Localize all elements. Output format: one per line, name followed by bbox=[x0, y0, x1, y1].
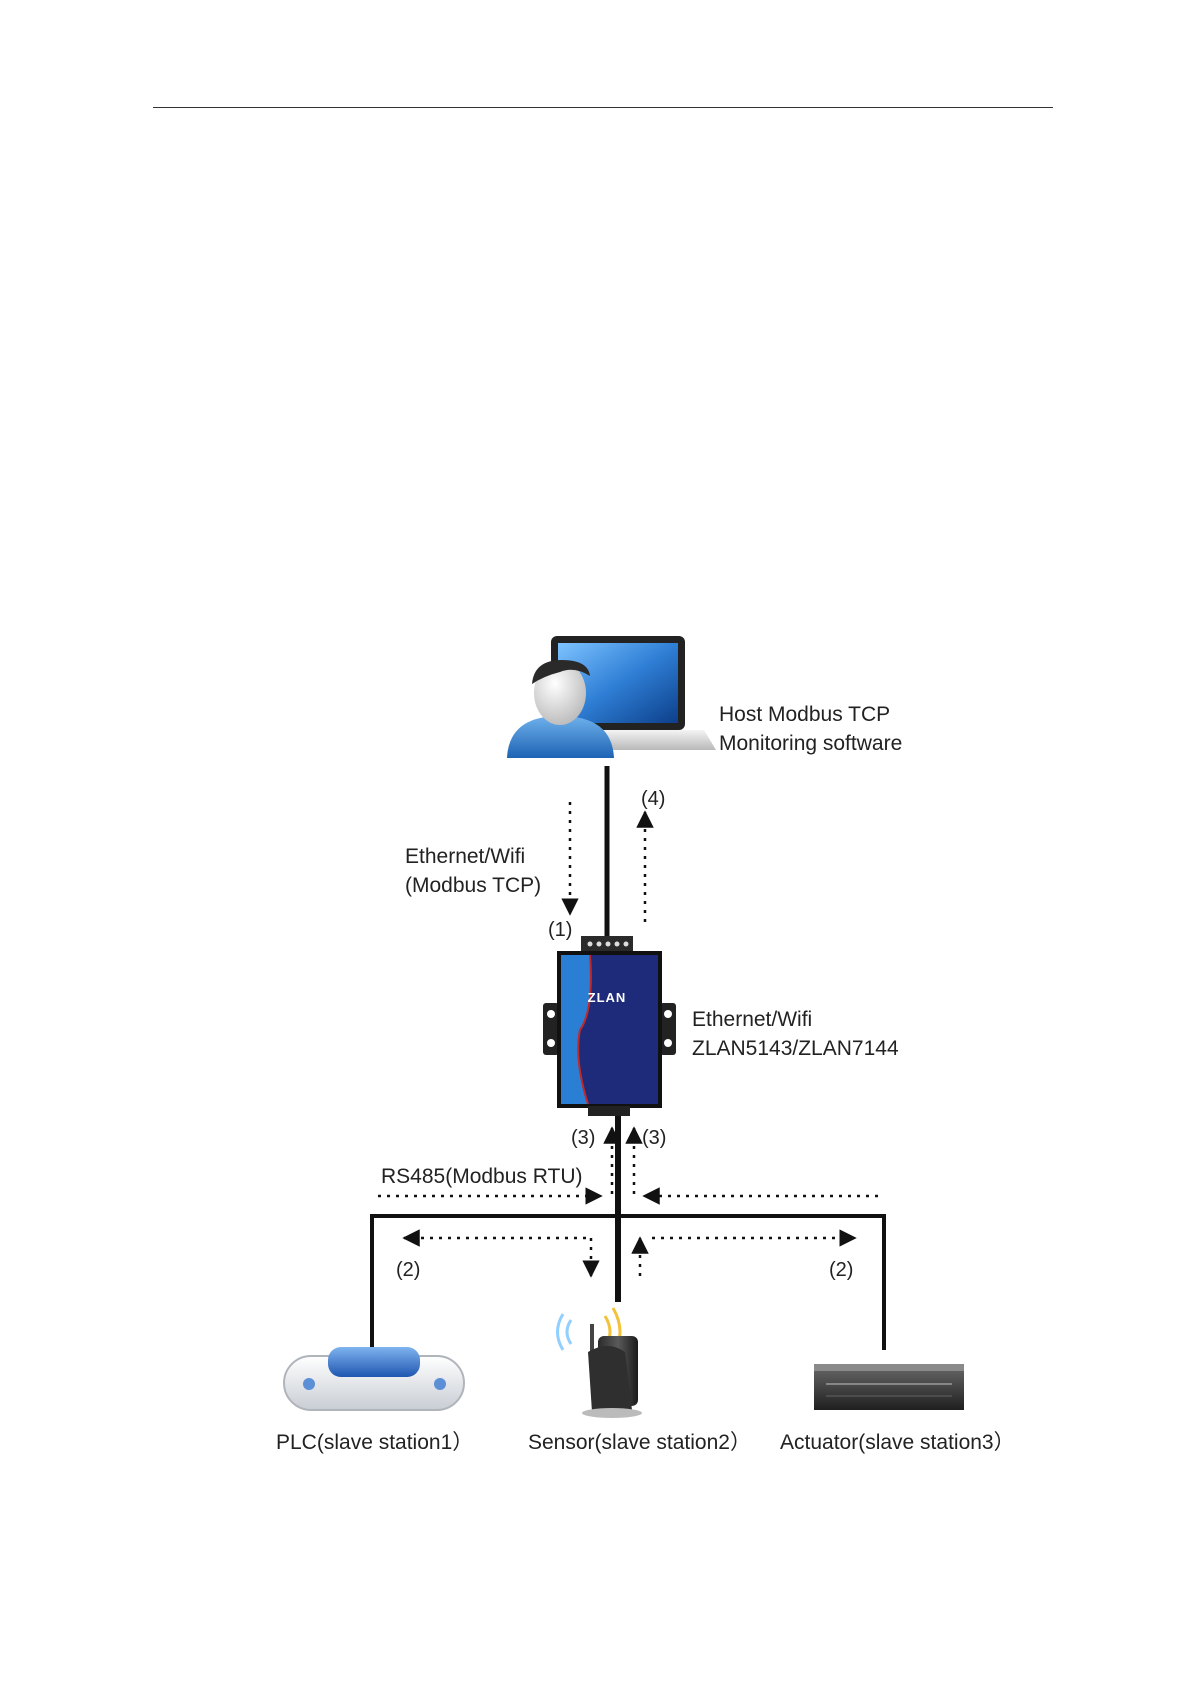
gateway-device-icon: ZLAN bbox=[543, 936, 676, 1116]
host-label-line2: Monitoring software bbox=[719, 732, 902, 755]
network-label-line2: (Modbus TCP) bbox=[405, 874, 541, 897]
plc-icon bbox=[284, 1347, 464, 1410]
slave-label-sensor: Sensor(slave station2） bbox=[528, 1431, 751, 1454]
step-1-label: (1) bbox=[548, 919, 572, 941]
rs485-bus bbox=[372, 1216, 884, 1354]
step-4-label: (4) bbox=[641, 788, 665, 810]
slave-label-plc: PLC(slave station1） bbox=[276, 1431, 473, 1454]
gateway-label-line2: ZLAN5143/ZLAN7144 bbox=[692, 1037, 899, 1060]
gateway-brand-text: ZLAN bbox=[588, 990, 627, 1005]
step-2-label-right: (2) bbox=[829, 1259, 853, 1281]
step-3-label-right: (3) bbox=[642, 1127, 666, 1149]
gateway-label-line1: Ethernet/Wifi bbox=[692, 1008, 812, 1031]
host-label-line1: Host Modbus TCP bbox=[719, 703, 890, 726]
actuator-icon bbox=[814, 1364, 964, 1410]
step-3-label-left: (3) bbox=[571, 1127, 595, 1149]
sensor-icon bbox=[558, 1308, 643, 1418]
network-label-line1: Ethernet/Wifi bbox=[405, 845, 525, 868]
slave-label-actuator: Actuator(slave station3） bbox=[780, 1431, 1015, 1454]
step-2-label-left: (2) bbox=[396, 1259, 420, 1281]
bus-label: RS485(Modbus RTU) bbox=[381, 1165, 583, 1188]
